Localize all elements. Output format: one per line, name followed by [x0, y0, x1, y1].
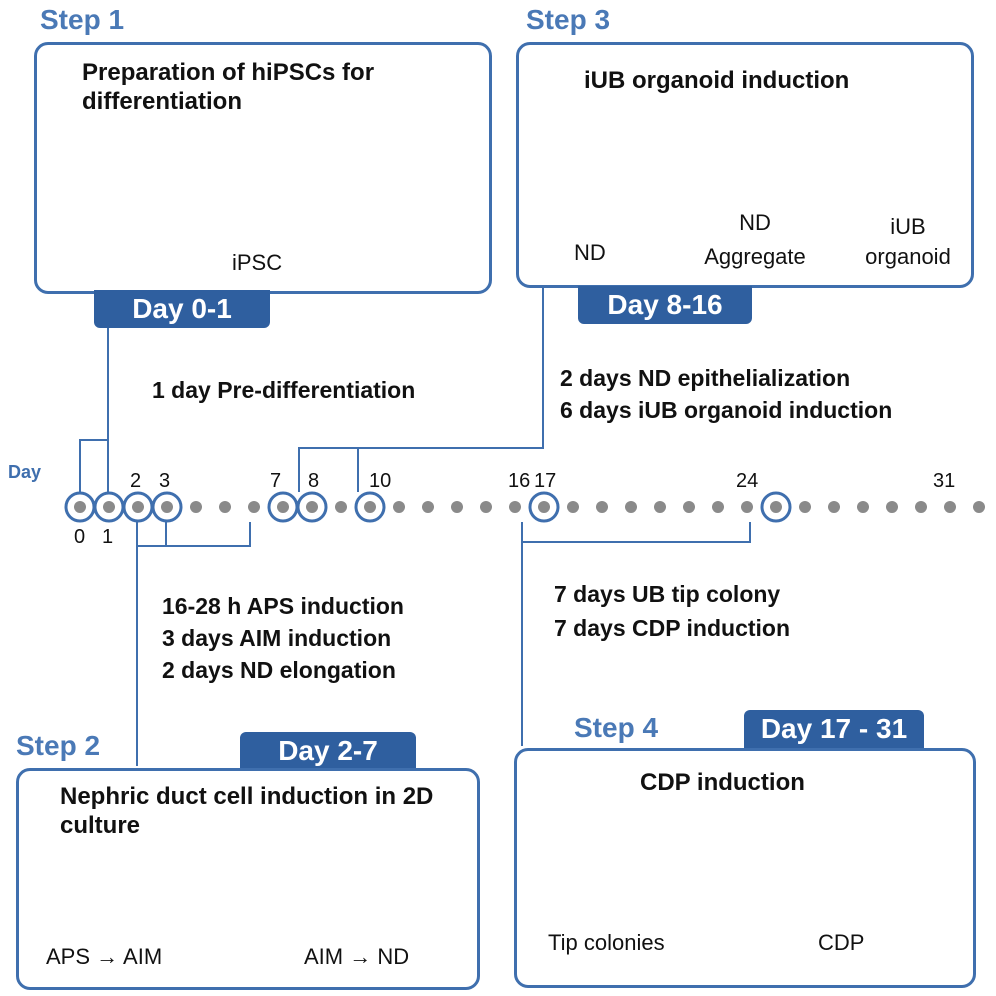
step3-item-nd: ND: [574, 240, 606, 265]
timeline-dot-day-16: [538, 501, 550, 513]
timeline-dot-day-25: [799, 501, 811, 513]
timeline-dot-day-8: [306, 501, 318, 513]
step4-desc-1: 7 days UB tip colony: [554, 581, 781, 607]
connector-lines: [79, 288, 751, 766]
step4-item-tip-colonies: Tip colonies: [548, 930, 665, 955]
tick-label: 3: [159, 470, 171, 492]
step3-label: Step 3: [526, 4, 611, 35]
step4-day-badge: Day 17 - 31: [744, 710, 924, 748]
timeline-dot-day-7: [277, 501, 289, 513]
timeline-dot-day-13: [451, 501, 463, 513]
step3-panel: [516, 42, 974, 288]
step4-desc-2: 7 days CDP induction: [554, 615, 791, 641]
timeline-dot-day-17: [567, 501, 579, 513]
step2-title: Nephric duct cell induction in 2D cultur…: [60, 783, 434, 839]
step3-desc-1: 2 days ND epithelialization: [560, 365, 851, 391]
step4-label: Step 4: [574, 712, 659, 743]
step4-title: CDP induction: [640, 769, 805, 796]
timeline-dot-day-27: [857, 501, 869, 513]
tick-label: 10: [369, 470, 392, 492]
step3-item-nd-aggregate: ND Aggregate: [704, 210, 806, 269]
tick-label: 31: [933, 470, 956, 492]
step1-item-ipsc: iPSC: [232, 250, 283, 275]
step4-item-cdp: CDP: [818, 930, 865, 955]
timeline-dot-day-4: [190, 501, 202, 513]
timeline-dot-day-21: [683, 501, 695, 513]
timeline-dot-day-6: [248, 501, 260, 513]
tick-label: 0: [74, 526, 86, 548]
tick-label: 16: [508, 470, 531, 492]
bracket-day0-1: [79, 439, 108, 492]
timeline-dot-day-11: [393, 501, 405, 513]
timeline-dot-day-29: [915, 501, 927, 513]
tick-label: 2: [130, 470, 142, 492]
timeline-dot-day-2: [132, 501, 144, 513]
step2-day-badge: Day 2-7: [240, 732, 416, 770]
tick-label: 7: [270, 470, 282, 492]
timeline-dot-day-0: [74, 501, 86, 513]
timeline-dot-day-28: [886, 501, 898, 513]
step2-desc-3: 2 days ND elongation: [162, 657, 396, 683]
timeline-dots: [64, 491, 985, 523]
timeline-dot-day-18: [596, 501, 608, 513]
timeline-dot-day-22: [712, 501, 724, 513]
timeline-dot-day-5: [219, 501, 231, 513]
tick-label: 1: [102, 526, 114, 548]
tick-label: 24: [736, 470, 759, 492]
connector-step3: [298, 288, 544, 492]
timeline-axis-label: Day: [8, 462, 42, 482]
step2-item-aim-nd: AIM → ND: [304, 944, 410, 969]
timeline-dot-day-9: [335, 501, 347, 513]
timeline-dot-day-3: [161, 501, 173, 513]
bracket-day2-7: [136, 522, 251, 547]
tick-label: 8: [308, 470, 320, 492]
timeline-dot-day-31: [973, 501, 985, 513]
step2-item-aps-aim: APS → AIM: [46, 944, 163, 969]
step3-desc-2: 6 days iUB organoid induction: [560, 397, 893, 423]
step2-desc-1: 16-28 h APS induction: [162, 593, 404, 619]
step2-desc-2: 3 days AIM induction: [162, 625, 392, 651]
timeline-dot-day-30: [944, 501, 956, 513]
timeline-dot-day-24: [770, 501, 782, 513]
timeline-dot-day-26: [828, 501, 840, 513]
bracket-day16-24: [521, 522, 751, 543]
step1-title: Preparation of hiPSCs for differentiatio…: [82, 59, 375, 115]
step3-day-badge: Day 8-16: [578, 286, 752, 324]
step1-panel: [34, 42, 492, 294]
timeline-dot-day-15: [509, 501, 521, 513]
timeline-dot-day-10: [364, 501, 376, 513]
step1-day-badge: Day 0-1: [94, 290, 270, 328]
step2-panel: [16, 768, 480, 990]
timeline-dot-day-14: [480, 501, 492, 513]
timeline-dot-day-19: [625, 501, 637, 513]
step1-label: Step 1: [40, 4, 125, 35]
timeline-dot-day-12: [422, 501, 434, 513]
pre-differentiation-text: 1 day Pre-differentiation: [152, 377, 416, 403]
tick-label: 17: [534, 470, 557, 492]
step2-label: Step 2: [16, 730, 101, 761]
timeline-dot-day-23: [741, 501, 753, 513]
timeline-dot-day-20: [654, 501, 666, 513]
timeline-dot-day-1: [103, 501, 115, 513]
step3-title: iUB organoid induction: [584, 67, 850, 94]
step4-panel: [514, 748, 976, 988]
step3-item-iub-organoid: iUB organoid: [865, 214, 951, 269]
